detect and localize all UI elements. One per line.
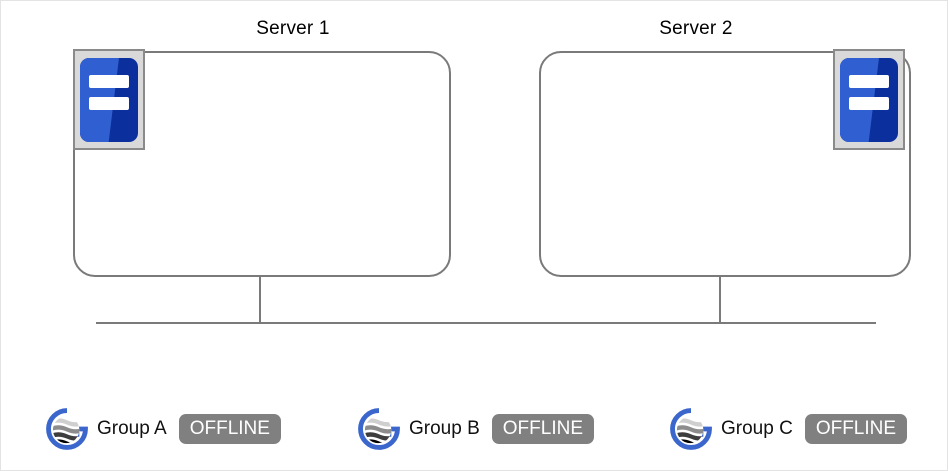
server-slot-bar-1 xyxy=(89,74,129,88)
server-2-title: Server 2 xyxy=(659,18,733,39)
server-slot-bar-1 xyxy=(849,74,889,88)
group-row-a[interactable]: Group A OFFLINE xyxy=(45,407,281,451)
group-a-label: Group A xyxy=(97,418,167,439)
group-row-b[interactable]: Group B OFFLINE xyxy=(357,407,594,451)
group-logo-icon xyxy=(46,408,88,450)
server-2-network-connector xyxy=(719,277,721,324)
group-logo-icon xyxy=(358,408,400,450)
server-unit-graphic xyxy=(80,57,138,142)
network-bus-line xyxy=(96,322,876,324)
group-c-label: Group C xyxy=(721,418,793,439)
server-1-network-connector xyxy=(259,277,261,324)
group-logo-icon xyxy=(670,408,712,450)
group-row-c[interactable]: Group C OFFLINE xyxy=(669,407,908,451)
server-1-icon[interactable] xyxy=(73,49,145,150)
group-a-status-badge: OFFLINE xyxy=(178,413,281,445)
server-unit-graphic xyxy=(840,57,898,142)
group-c-status-badge: OFFLINE xyxy=(804,413,908,445)
server-2-icon[interactable] xyxy=(833,49,905,150)
group-b-label: Group B xyxy=(409,418,480,439)
group-b-status-badge: OFFLINE xyxy=(491,413,594,445)
server-slot-bar-2 xyxy=(89,96,129,110)
server-1-title: Server 1 xyxy=(256,18,330,39)
server-slot-bar-2 xyxy=(849,96,889,110)
